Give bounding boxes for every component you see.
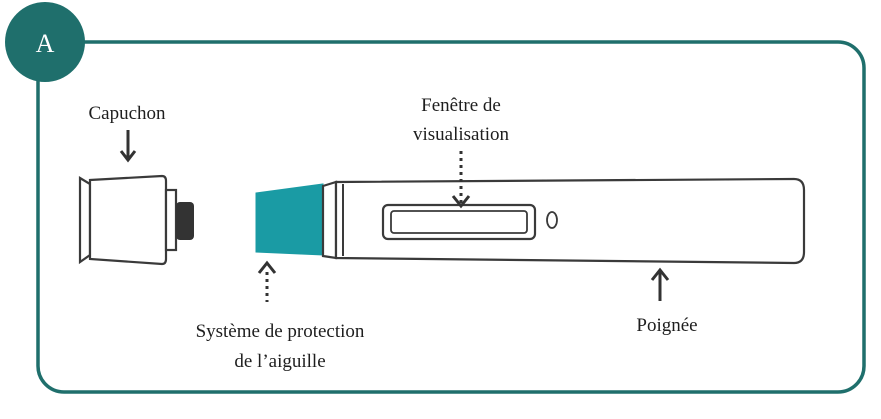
cap [78, 174, 194, 266]
dotted-arrow-up-icon [257, 260, 277, 302]
cap-knob [176, 202, 194, 240]
handle-label: Poignée [636, 315, 697, 336]
cap-label: Capuchon [88, 103, 166, 124]
needle-guard-label-line1: Système de protection [196, 321, 365, 342]
arrow-up-icon [650, 267, 670, 301]
pen-body [334, 177, 806, 265]
window-mark [546, 211, 558, 229]
arrow-down-icon [119, 130, 137, 163]
window-label-line1: Fenêtre de [421, 95, 501, 116]
needle-guard [255, 183, 324, 256]
needle-guard-label-line2: de l’aiguille [234, 351, 325, 372]
cap-collar [164, 188, 178, 252]
pen-neck [321, 180, 338, 260]
panel-frame [36, 40, 866, 394]
window-label-line2: visualisation [413, 124, 510, 145]
panel-letter: A [36, 29, 55, 58]
cap-shell [88, 174, 168, 266]
cap-body [78, 176, 92, 265]
pen-handle [321, 177, 806, 265]
viewing-window-inner [390, 210, 528, 234]
dotted-arrow-down-icon [451, 151, 471, 209]
panel-badge [5, 2, 85, 82]
